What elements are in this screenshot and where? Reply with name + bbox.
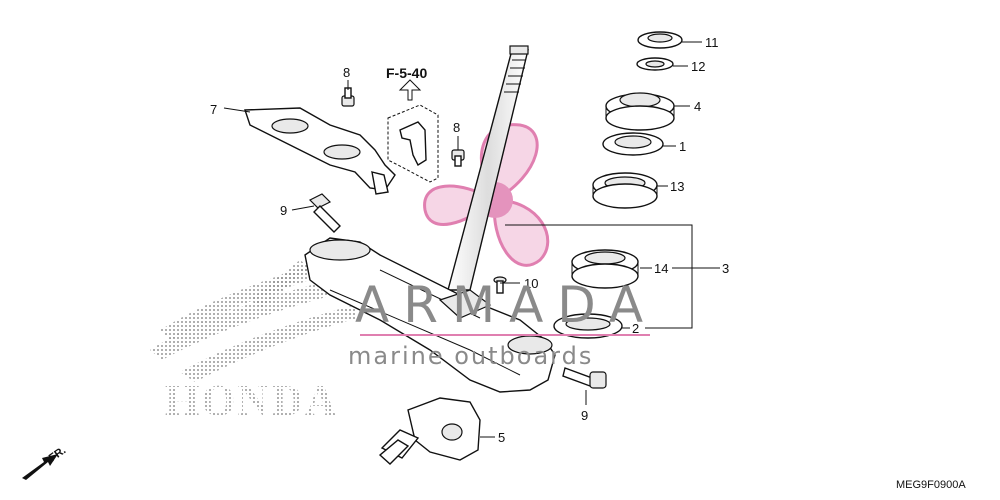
callout-9-upper: 9: [280, 203, 287, 218]
callout-13: 13: [670, 179, 684, 194]
bolt-8-right: [451, 149, 465, 167]
callout-4: 4: [694, 99, 701, 114]
lower-triple-clamp: [304, 237, 556, 393]
watermark-brand: ARMADA: [355, 276, 657, 334]
upper-bracket-part-7: [244, 107, 396, 195]
bearing-part-13: [592, 172, 658, 209]
callout-11: 11: [705, 35, 719, 50]
figure-code: MEG9F0900A: [896, 479, 966, 491]
bolt-9-lower: [562, 367, 607, 389]
front-direction-arrow: FR.: [22, 444, 68, 480]
callout-3: 3: [722, 261, 729, 276]
callout-9-lower: 9: [581, 408, 588, 423]
leader-lines: [223, 41, 720, 438]
reference-label: F-5-40: [386, 65, 427, 81]
callout-5: 5: [498, 430, 505, 445]
race-part-2: [553, 313, 623, 339]
callout-7: 7: [210, 102, 217, 117]
nut-part-11: [637, 31, 683, 49]
honda-logo-text: HONDA: [165, 376, 339, 425]
watermark-tagline: marine outboards: [348, 342, 593, 370]
dust-seal-part-1: [602, 132, 664, 156]
bolt-8-left: [341, 87, 355, 107]
lock-washer-part-12: [636, 57, 674, 71]
honda-wing-logo: HONDA: [150, 260, 358, 425]
callout-12: 12: [691, 59, 705, 74]
reference-bracket-box: [387, 79, 439, 183]
bolt-9-upper: [308, 193, 341, 233]
callout-1: 1: [679, 139, 686, 154]
callout-2: 2: [632, 321, 639, 336]
callout-10: 10: [524, 276, 538, 291]
adjusting-nut-part-4: [605, 92, 675, 131]
callout-14: 14: [654, 261, 668, 276]
bearing-part-14: [571, 249, 639, 289]
callout-8-right: 8: [453, 120, 460, 135]
ignition-switch-part-5: [378, 397, 481, 465]
screw-10: [493, 276, 507, 294]
callout-8-left: 8: [343, 65, 350, 80]
